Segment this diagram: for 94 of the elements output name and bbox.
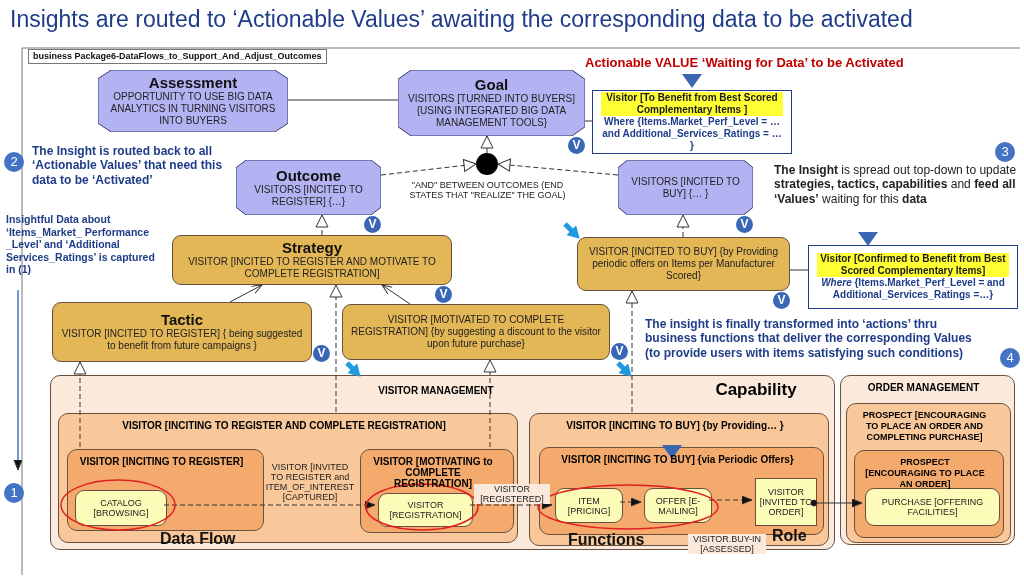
value-title: Visitor [Confirmed to Benefit from Best Scored Complementary Items]	[817, 253, 1009, 277]
arrow	[708, 495, 753, 505]
node-text: VISITOR [INCITED TO REGISTER AND MOTIVATE TO COMPLETE REGISTRATION]	[187, 256, 437, 280]
connector-line	[789, 269, 809, 271]
node-text: VISITOR [REGISTRATION]	[388, 500, 463, 520]
note-text: The Insight is spread out top-down to update strategies, tactics, capabilities and feed all ‘Values’ waiting for this data	[774, 163, 1018, 207]
node-text: OFFER [E-MAILING]	[654, 495, 702, 516]
group-title: VISITOR [INCITING TO BUY] {by Providing… }	[565, 420, 785, 431]
arrow	[163, 500, 376, 510]
node-text: VISITOR [INVITED TO ORDER]	[759, 487, 813, 517]
value-condition: Where {Items.Market_Perf_Level = and Additional_Services_Ratings =…}	[820, 277, 1006, 301]
value-badge: V	[435, 286, 452, 303]
junction-label: "AND" BETWEEN OUTCOMES (END STATES THAT "REALIZE" THE GOAL)	[408, 180, 567, 200]
arrow	[73, 361, 87, 448]
value-badge: V	[313, 345, 330, 362]
value-box	[592, 90, 792, 154]
step-number: 1	[4, 483, 24, 503]
arrow	[315, 214, 329, 236]
node-text: VISITORS [INCITED TO REGISTER] {…}	[253, 183, 364, 208]
group-title: VISITOR [INCITING TO REGISTER]	[78, 456, 245, 467]
step-number: 4	[1000, 348, 1020, 368]
value-title: Visitor [To Benefit from Best Scored Complementary Items ]	[601, 92, 783, 116]
group-title: Capability	[714, 380, 798, 400]
note-text: Insightful Data about ‘Items_Market_ Performance _Level’ and ‘Additional Services_Ratings’ is captured in (1)	[6, 213, 156, 276]
node-text: VISITOR [INCITED TO REGISTER] { being suggested to benefit from future campaigns }	[61, 328, 303, 352]
capability-box	[854, 450, 1004, 538]
edge-label: VISITOR.BUY-IN [ASSESSED]	[688, 534, 766, 554]
connector-line	[584, 120, 593, 122]
node-text: VISITORS [INCITED TO BUY] {… }	[630, 175, 741, 200]
arrow	[497, 158, 619, 176]
node-text: ITEM [PRICING]	[566, 495, 612, 516]
node-heading: Assessment	[148, 75, 238, 91]
value-badge: V	[568, 137, 585, 154]
group-title: ORDER MANAGEMENT	[866, 382, 981, 393]
capability-box	[67, 449, 264, 531]
function-box	[865, 488, 1000, 526]
role-box	[755, 478, 817, 526]
group-title: VISITOR [INCITING TO BUY] {via Periodic Offers}	[560, 454, 795, 465]
function-box	[644, 488, 712, 523]
package-tab: business Package6-DataFlows_to_Support_And_Adjust_Outcomes	[28, 49, 327, 64]
connector-line	[287, 99, 399, 101]
note-text: Actionable VALUE ‘Waiting for Data’ to be Activated	[585, 55, 905, 71]
group-title: VISITOR [INCITING TO REGISTER AND COMPLETE REGISTRATION]	[121, 420, 447, 431]
group-title: PROSPECT [ENCOURAGING TO PLACE AN ORDER AND COMPLETING PURCHASE]	[861, 410, 988, 443]
node-heading: Strategy	[282, 240, 342, 256]
motivation-octagon	[618, 160, 753, 215]
node-text: CATALOG [BROWSING]	[92, 498, 150, 518]
arrow	[229, 284, 263, 303]
function-box	[75, 490, 167, 526]
arrow	[480, 135, 494, 154]
motivation-octagon	[398, 70, 585, 136]
arrow	[381, 284, 411, 305]
motivation-octagon	[236, 160, 381, 215]
junction-dot	[476, 153, 498, 175]
value-badge: V	[773, 292, 790, 309]
group-title: PROSPECT [ENCOURAGING TO PLACE AN ORDER]	[865, 457, 985, 490]
arrow	[483, 359, 497, 448]
edge-label: VISITOR [REGISTERED]	[474, 484, 550, 504]
group-title: VISITOR MANAGEMENT	[377, 385, 495, 396]
node-text: VISITOR [INCITED TO BUY] {by Providing periodic offers on Items per Manufacturer Scored}	[588, 246, 779, 282]
node-text: PURCHASE [OFFERING FACILITIES]	[880, 497, 985, 517]
strategy-box	[172, 235, 452, 285]
value-condition: Where {Items.Market_Perf_Level = … and Additional_Services_Ratings = … }	[601, 116, 783, 152]
page-title: Insights are routed to ‘Actionable Values’ awaiting the corresponding data to be activated	[10, 6, 914, 33]
strategy-box	[52, 302, 312, 362]
arrow	[625, 290, 639, 413]
node-heading: Goal	[474, 77, 509, 93]
strategy-box	[342, 304, 610, 360]
arrow	[810, 498, 863, 508]
step-number: 2	[4, 152, 24, 172]
node-heading: Tactic	[160, 312, 204, 328]
edge-label: VISITOR [INVITED TO REGISTER and ITEM_OF_INTEREST [CAPTURED]	[265, 462, 355, 502]
node-heading: Outcome	[276, 167, 341, 184]
note-text: The Insight is routed back to all ‘Actionable Values’ that need this data to be ‘Activated’	[32, 144, 224, 188]
strategy-box	[577, 237, 790, 291]
motivation-octagon	[98, 70, 288, 132]
arrow	[619, 497, 642, 507]
function-box	[555, 488, 623, 523]
node-text: VISITOR [MOTIVATED TO COMPLETE REGISTRATION] {by suggesting a discount to the visitor upon future purchase}	[351, 314, 601, 350]
value-box	[808, 245, 1018, 309]
value-badge: V	[611, 343, 628, 360]
value-badge: V	[736, 216, 753, 233]
value-badge: V	[364, 216, 381, 233]
arrow	[329, 284, 343, 413]
capability-box	[846, 403, 1011, 543]
arrow	[380, 158, 477, 176]
node-text: OPPORTUNITY TO USE BIG DATA ANALYTICS IN TURNING VISITORS INTO BUYERS	[109, 91, 277, 127]
note-text: The insight is finally transformed into ‘actions’ thru business functions that deliver the corresponding Values (to provide users with items satisfying such conditions)	[645, 317, 973, 361]
arrow	[676, 214, 690, 238]
capability-group	[840, 375, 1015, 545]
function-box	[378, 493, 473, 527]
section-label: Functions	[568, 530, 646, 550]
node-text: VISITORS [TURNED INTO BUYERS] {USING INTEGRATED BIG DATA MANAGEMENT TOOLS}	[407, 93, 576, 129]
step-number: 3	[995, 142, 1015, 162]
